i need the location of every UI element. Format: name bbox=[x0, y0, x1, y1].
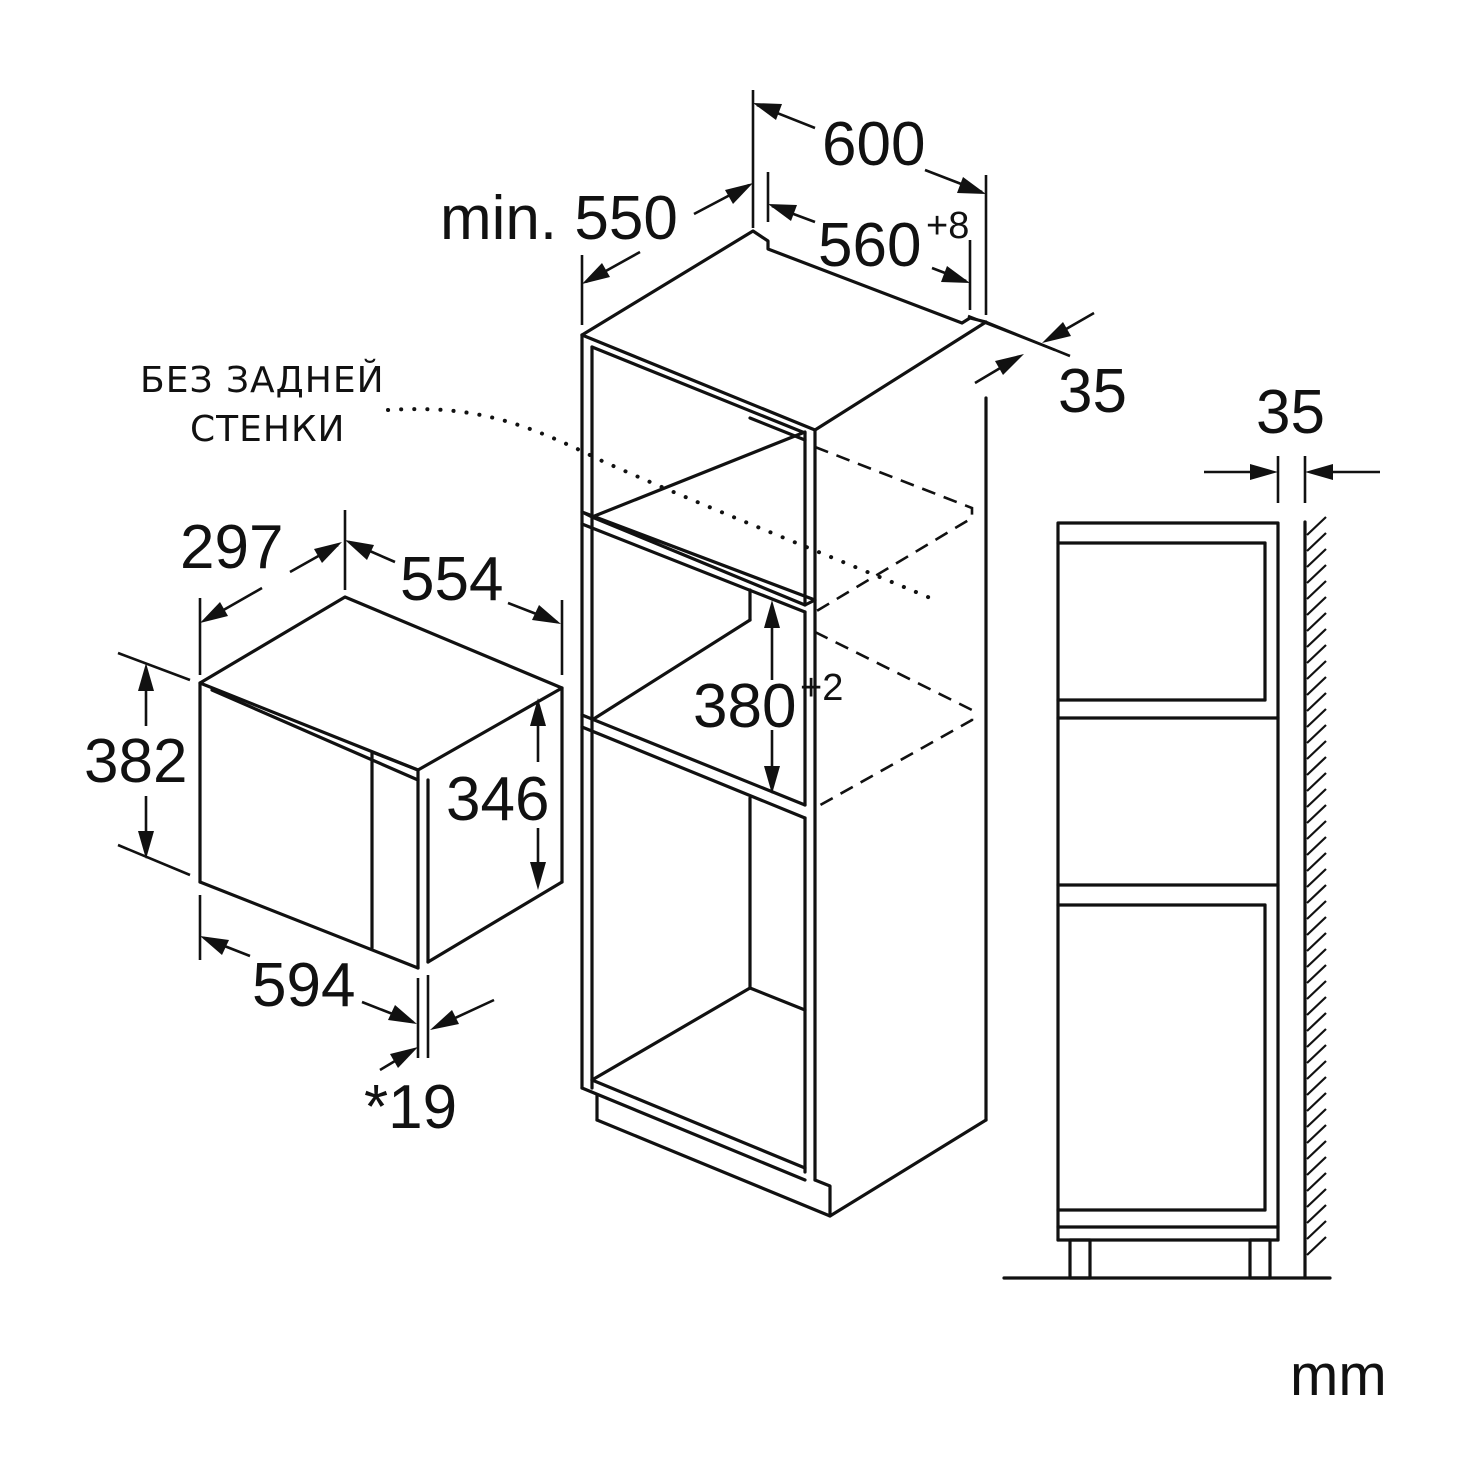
hatch-line bbox=[1306, 1044, 1327, 1064]
dim-35-top: 35 bbox=[1256, 378, 1325, 447]
hatch-line bbox=[1306, 596, 1327, 616]
dim-min-550: min. 550 bbox=[440, 184, 678, 253]
dim-560: 560 bbox=[818, 211, 921, 280]
hatch-line bbox=[1306, 1124, 1327, 1144]
dim-554: 554 bbox=[400, 545, 503, 614]
dim-380: 380 bbox=[693, 672, 796, 741]
hatch-line bbox=[1306, 548, 1327, 568]
hatch-line bbox=[1306, 1220, 1327, 1240]
dim-346: 346 bbox=[446, 765, 549, 834]
hatch-line bbox=[1306, 1188, 1327, 1208]
hatch-line bbox=[1306, 612, 1327, 632]
hatch-line bbox=[1306, 1204, 1327, 1224]
side-view: 35 bbox=[1002, 378, 1380, 1280]
hatch-line bbox=[1306, 884, 1327, 904]
hatch-line bbox=[1306, 708, 1327, 728]
cabinet-dimensions: 600 560 +8 min. 550 35 380 +2 bbox=[440, 90, 1127, 794]
hatch-line bbox=[1306, 804, 1327, 824]
hatch-line bbox=[1306, 532, 1327, 552]
tall-cabinet bbox=[386, 229, 988, 1218]
dim-382: 382 bbox=[84, 727, 187, 796]
hatch-line bbox=[1306, 836, 1327, 856]
hatch-line bbox=[1306, 740, 1327, 760]
hatch-line bbox=[1306, 772, 1327, 792]
microwave-appliance bbox=[198, 595, 564, 970]
hatch-line bbox=[1306, 692, 1327, 712]
hatch-line bbox=[1306, 756, 1327, 776]
hatch-line bbox=[1306, 644, 1327, 664]
hatch-line bbox=[1306, 1076, 1327, 1096]
hatch-line bbox=[1306, 580, 1327, 600]
hatch-line bbox=[1306, 564, 1327, 584]
hatch-line bbox=[1306, 996, 1327, 1016]
hatch-line bbox=[1306, 516, 1327, 536]
hatch-line bbox=[1306, 676, 1327, 696]
dim-380-tolerance: +2 bbox=[800, 667, 843, 709]
hatch-line bbox=[1306, 1012, 1327, 1032]
hatch-line bbox=[1306, 948, 1327, 968]
hatch-line bbox=[1306, 1092, 1327, 1112]
hatch-line bbox=[1306, 900, 1327, 920]
hatch-line bbox=[1306, 628, 1327, 648]
hatch-line bbox=[1306, 916, 1327, 936]
unit-label: mm bbox=[1290, 1343, 1387, 1408]
dim-560-tolerance: +8 bbox=[926, 205, 969, 247]
hatch-line bbox=[1306, 1028, 1327, 1048]
hatch-line bbox=[1306, 820, 1327, 840]
note-line-1: БЕЗ ЗАДНЕЙ bbox=[140, 359, 385, 401]
hatch-line bbox=[1306, 932, 1327, 952]
hatch-line bbox=[1306, 1156, 1327, 1176]
hatch-line bbox=[1306, 660, 1327, 680]
hatch-line bbox=[1306, 1060, 1327, 1080]
hatch-line bbox=[1306, 868, 1327, 888]
hatch-line bbox=[1306, 788, 1327, 808]
hatch-line bbox=[1306, 852, 1327, 872]
hatch-line bbox=[1306, 1140, 1327, 1160]
note-line-2: СТЕНКИ bbox=[190, 409, 345, 450]
hatch-line bbox=[1306, 1172, 1327, 1192]
appliance-dimensions: 297 554 382 346 594 *19 bbox=[84, 510, 564, 1142]
hatch-line bbox=[1306, 724, 1327, 744]
dim-35-side: 35 bbox=[1058, 357, 1127, 426]
dim-594: 594 bbox=[252, 951, 355, 1020]
hatch-line bbox=[1306, 980, 1327, 1000]
dim-297: 297 bbox=[180, 513, 283, 582]
hatch-line bbox=[1306, 1108, 1327, 1128]
hatch-line bbox=[1306, 964, 1327, 984]
wall-hatching bbox=[1306, 516, 1327, 1256]
no-back-wall-note: БЕЗ ЗАДНЕЙ СТЕНКИ bbox=[140, 359, 385, 450]
dim-19: *19 bbox=[364, 1073, 457, 1142]
dim-600: 600 bbox=[822, 110, 925, 179]
hatch-line bbox=[1306, 1236, 1327, 1256]
